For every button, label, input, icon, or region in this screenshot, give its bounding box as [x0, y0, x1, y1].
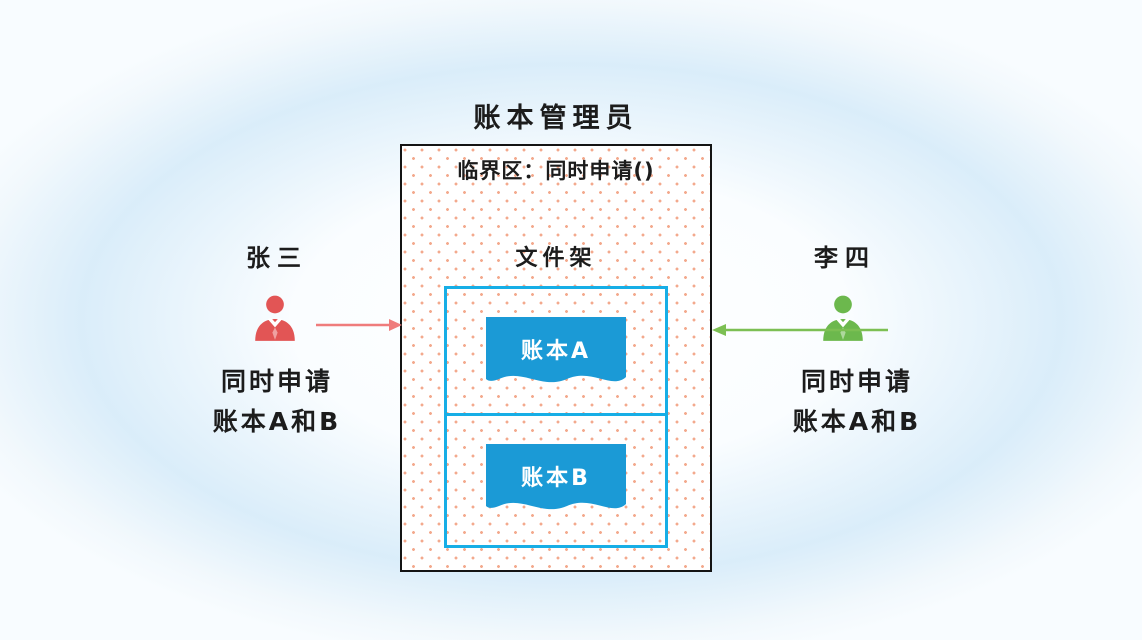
file-rack-label: 文件架 — [515, 246, 597, 271]
right-request-arrow-icon — [712, 322, 888, 338]
ledger-b-label: 账本B — [521, 466, 591, 491]
file-rack: 账本A 账本B — [444, 286, 668, 548]
document-icon — [486, 444, 626, 510]
left-person-icon — [250, 293, 300, 343]
right-request-line1: 同时申请 — [800, 367, 913, 396]
rack-divider — [447, 413, 665, 416]
left-actor-name: 张三 — [246, 244, 308, 272]
diagram-title: 账本管理员 — [473, 103, 639, 134]
right-actor-name: 李四 — [814, 244, 876, 272]
left-request-line1: 同时申请 — [220, 367, 333, 396]
ledger-b: 账本B — [486, 444, 626, 524]
document-icon — [486, 317, 626, 383]
left-request-arrow-icon — [316, 317, 402, 333]
right-request-line2: 账本A和B — [792, 407, 922, 436]
critical-section-label: 临界区：同时申请() — [457, 159, 655, 183]
manager-box: 临界区：同时申请() 文件架 账本A 账本B — [400, 144, 712, 572]
ledger-a-label: 账本A — [520, 339, 592, 364]
left-request-line2: 账本A和B — [212, 407, 342, 436]
ledger-a: 账本A — [486, 317, 626, 397]
